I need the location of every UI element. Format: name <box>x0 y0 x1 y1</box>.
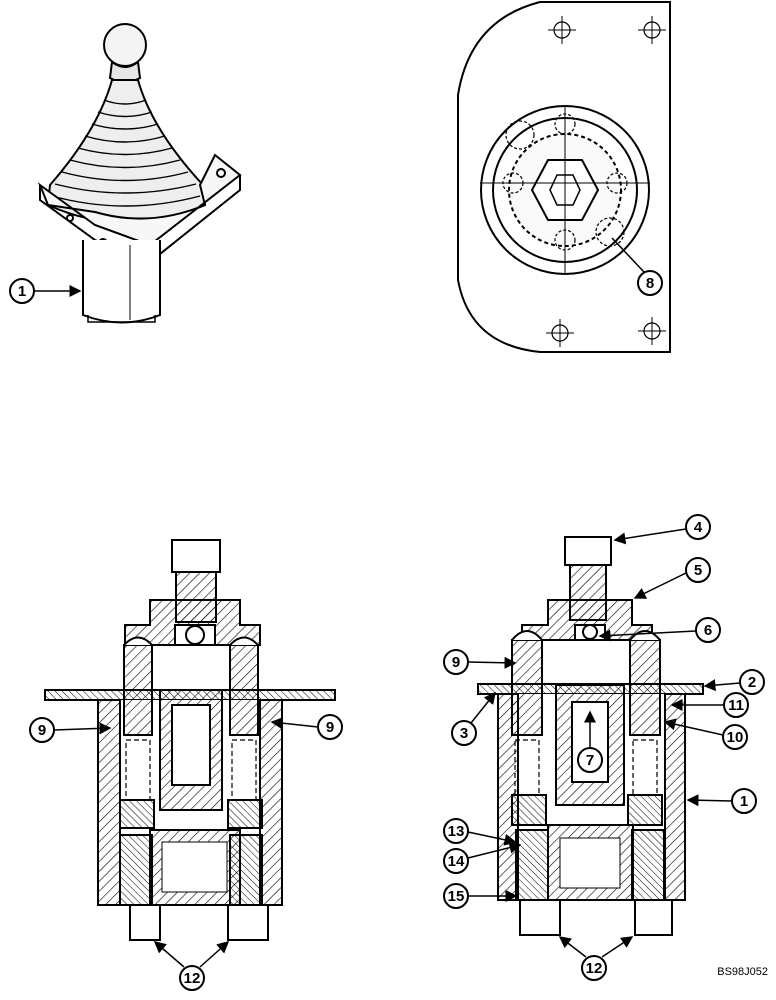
callout-6: 6 <box>598 617 721 643</box>
svg-text:13: 13 <box>448 823 465 840</box>
svg-text:12: 12 <box>184 970 201 987</box>
svg-text:14: 14 <box>448 853 465 870</box>
svg-text:2: 2 <box>748 674 756 691</box>
svg-text:6: 6 <box>704 622 712 639</box>
svg-text:9: 9 <box>452 654 460 671</box>
callout-9-right: 9 <box>443 649 517 675</box>
callout-12-left: 12 <box>153 941 230 991</box>
svg-text:4: 4 <box>694 519 703 536</box>
callout-9-left-a: 9 <box>29 717 112 743</box>
callout-8: 8 <box>611 237 663 296</box>
svg-text:8: 8 <box>646 275 654 292</box>
callout-15: 15 <box>443 883 518 909</box>
left-section-view <box>44 539 336 941</box>
right-section-view <box>477 536 704 936</box>
callout-14: 14 <box>443 841 522 874</box>
callout-1-top: 1 <box>9 278 82 304</box>
svg-text:10: 10 <box>727 729 744 746</box>
callout-3: 3 <box>451 691 496 746</box>
svg-text:9: 9 <box>326 719 334 736</box>
svg-text:3: 3 <box>460 725 468 742</box>
callout-1-right: 1 <box>686 788 757 814</box>
svg-text:15: 15 <box>448 888 465 905</box>
top-view-illustration <box>457 1 671 353</box>
svg-text:9: 9 <box>38 722 46 739</box>
callout-11: 11 <box>670 692 749 718</box>
joystick-illustration <box>37 23 242 324</box>
svg-text:5: 5 <box>694 562 702 579</box>
callout-9-left-b: 9 <box>270 714 343 740</box>
svg-text:1: 1 <box>740 793 748 810</box>
svg-text:1: 1 <box>18 283 26 300</box>
callout-2: 2 <box>703 669 765 695</box>
svg-text:12: 12 <box>586 960 603 977</box>
callout-10: 10 <box>663 718 748 750</box>
svg-text:7: 7 <box>586 752 594 769</box>
svg-text:11: 11 <box>728 697 744 714</box>
callout-7: 7 <box>577 710 603 773</box>
callout-5: 5 <box>633 557 711 599</box>
callout-12-right: 12 <box>558 936 634 981</box>
figure-code: BS98J052 <box>717 966 768 978</box>
callout-13: 13 <box>443 818 517 846</box>
callout-4: 4 <box>613 514 711 545</box>
